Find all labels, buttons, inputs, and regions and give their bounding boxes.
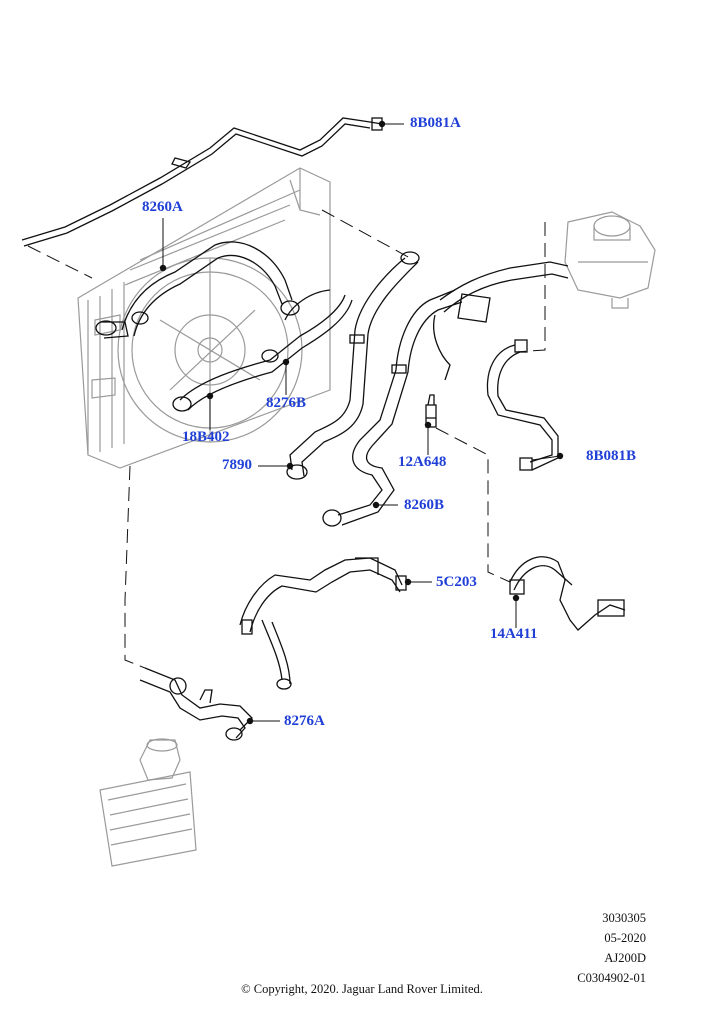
part-label-8b081a[interactable]: 8B081A: [410, 115, 461, 131]
part-label-18b402[interactable]: 18B402: [182, 429, 230, 445]
radiator-fan-assembly: [77, 167, 331, 469]
part-label-8260a[interactable]: 8260A: [142, 199, 183, 215]
label-anchor-dots: [159, 120, 564, 725]
sensor-12a648: [425, 394, 437, 428]
tank-hose-assembly: [433, 261, 569, 471]
dashed-leader-lines: [27, 209, 546, 669]
part-label-8276a[interactable]: 8276A: [284, 713, 325, 729]
reference-date: 05-2020: [604, 931, 646, 945]
hose-8260b: [322, 289, 463, 527]
part-label-14a411[interactable]: 14A411: [490, 626, 538, 642]
reference-illustration-id: C0304902-01: [577, 971, 646, 985]
hose-8260a: [95, 241, 293, 339]
reference-number: 3030305: [602, 911, 646, 925]
expansion-tank: [564, 211, 656, 309]
hose-8276b: [172, 289, 353, 412]
copyright-notice: © Copyright, 2020. Jaguar Land Rover Lim…: [241, 982, 483, 996]
part-label-8260b[interactable]: 8260B: [404, 497, 445, 513]
reference-model: AJ200D: [604, 951, 646, 965]
part-label-12a648[interactable]: 12A648: [398, 454, 447, 470]
bleed-pipe-upper: [21, 117, 383, 247]
reference-block: 3030305 05-2020 AJ200D C0304902-01: [577, 908, 646, 988]
part-label-8b081b[interactable]: 8B081B: [586, 448, 637, 464]
hose-8276a: [139, 667, 253, 741]
part-label-5c203[interactable]: 5C203: [436, 574, 477, 590]
part-label-8276b[interactable]: 8276B: [266, 395, 307, 411]
label-leaders: [162, 123, 561, 722]
hose-7890: [286, 251, 420, 480]
harness-14a411: [509, 556, 626, 631]
part-label-7890[interactable]: 7890: [222, 457, 252, 473]
pipe-assembly-5c203: [239, 557, 407, 690]
intercooler: [99, 738, 197, 867]
